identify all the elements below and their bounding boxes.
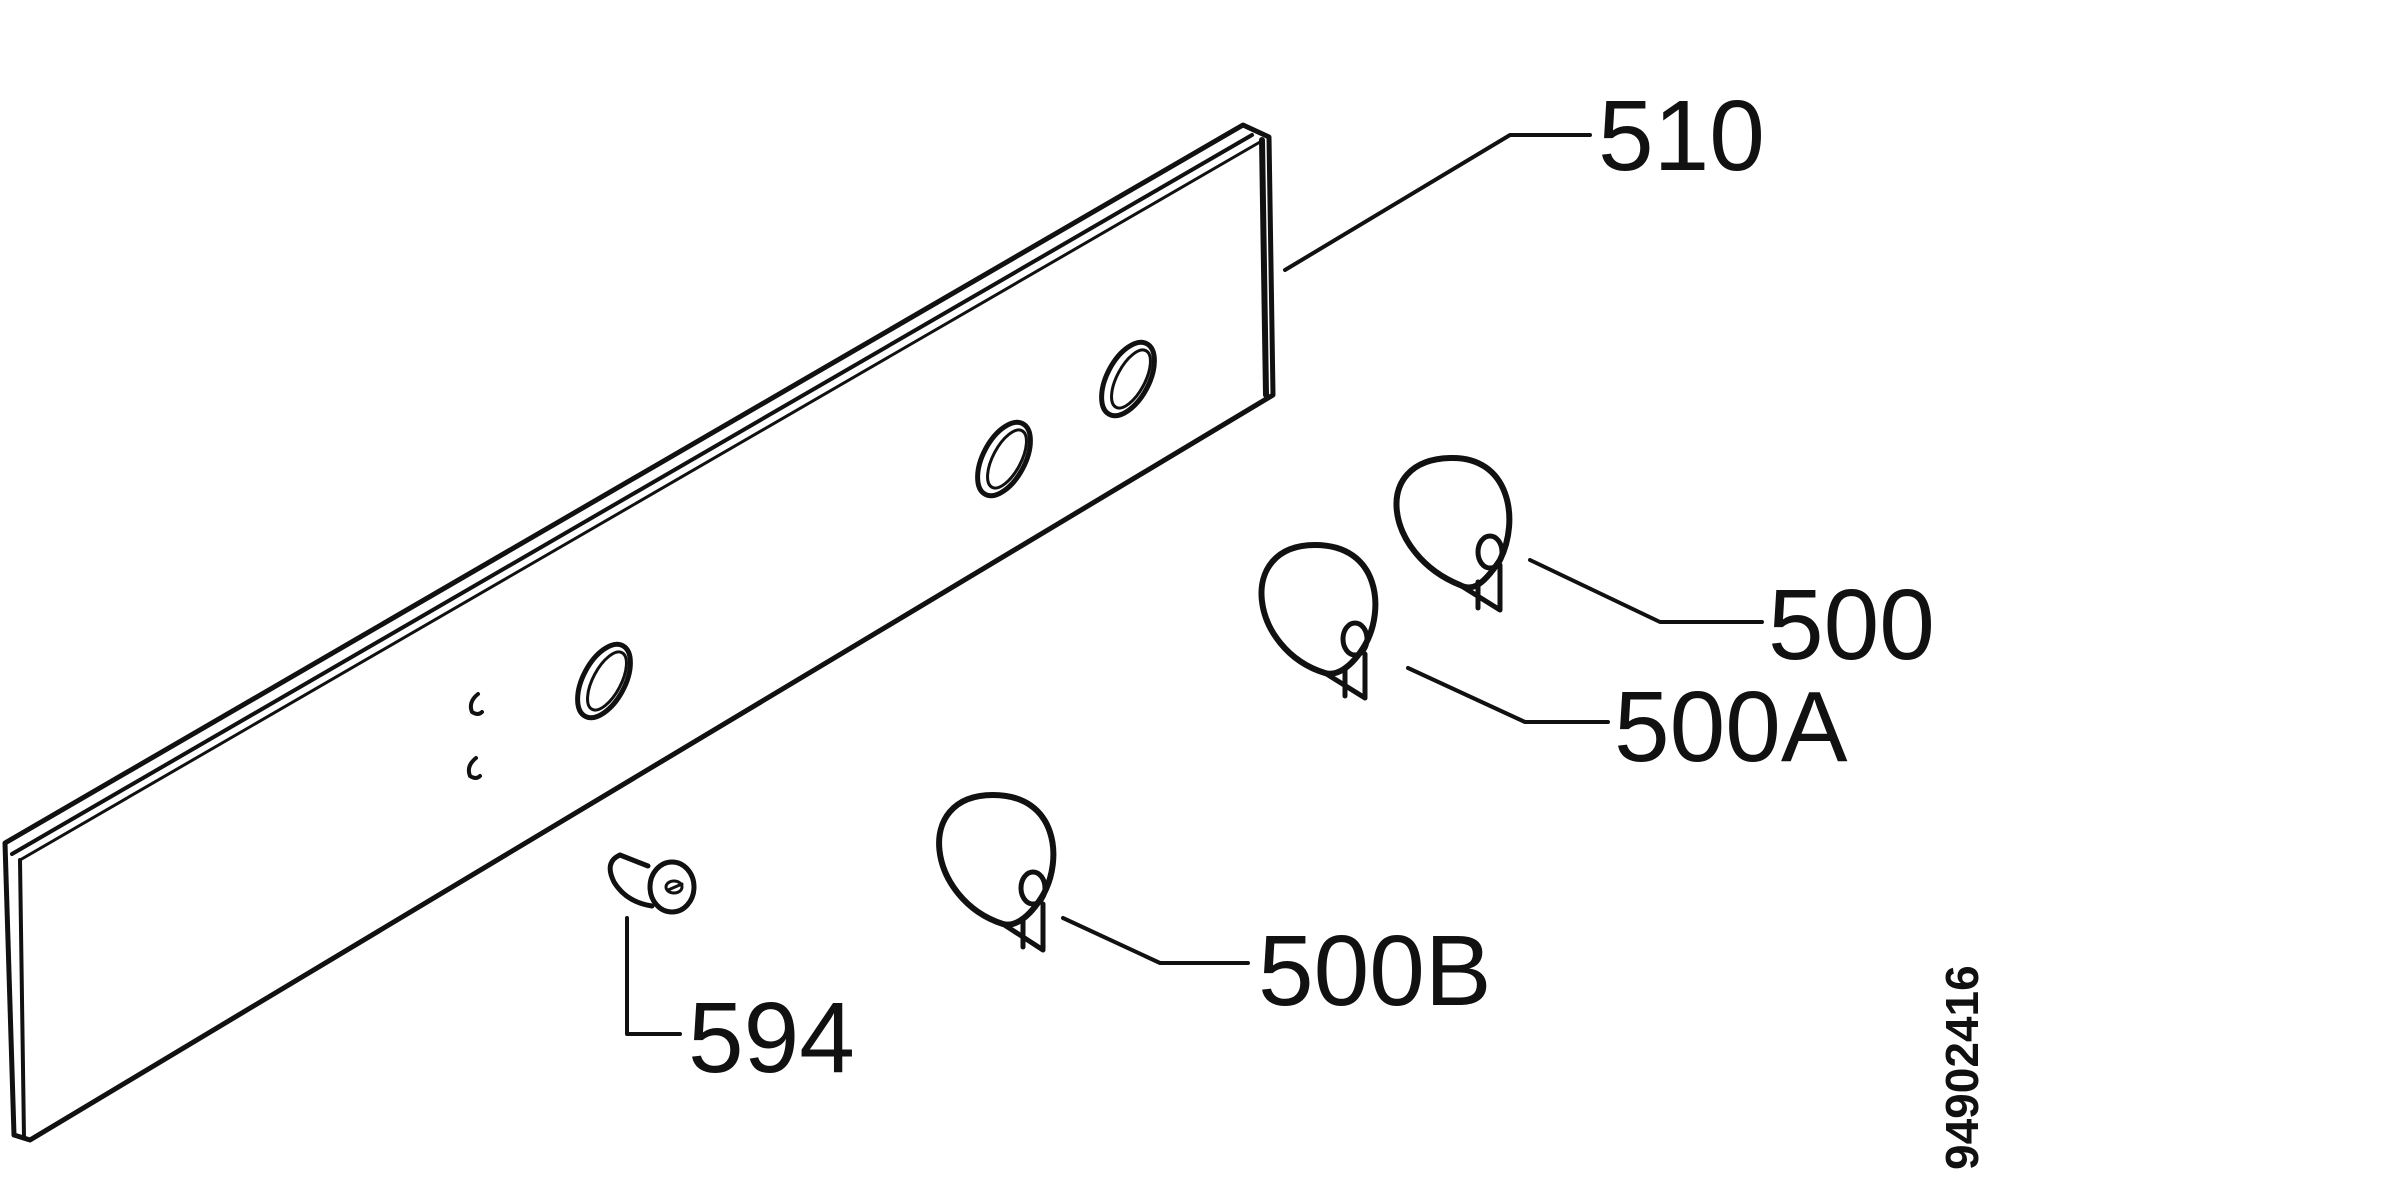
part-label-510: 510 [1598,80,1765,192]
panel-hole [1099,339,1157,419]
lamp-594 [607,852,697,915]
leader-line-500b [1061,916,1250,965]
leader-line-500 [1528,558,1764,624]
part-label-500a: 500A [1614,671,1848,783]
control-panel [2,122,1276,1143]
panel-hole [975,419,1033,499]
panel-small-hole [466,756,482,780]
leader-line-500a [1406,666,1610,724]
document-number: 94902416 [1936,965,1988,1170]
knob-500b [936,792,1057,953]
part-label-500: 500 [1768,569,1935,681]
part-label-500b: 500B [1258,915,1492,1027]
leader-line-510 [1283,133,1592,272]
panel-small-hole [468,692,484,716]
leader-line-594 [625,916,682,1036]
knob-500a [1258,542,1379,701]
part-label-594: 594 [688,982,855,1094]
panel-hole [575,641,633,721]
knob-500 [1393,454,1513,613]
